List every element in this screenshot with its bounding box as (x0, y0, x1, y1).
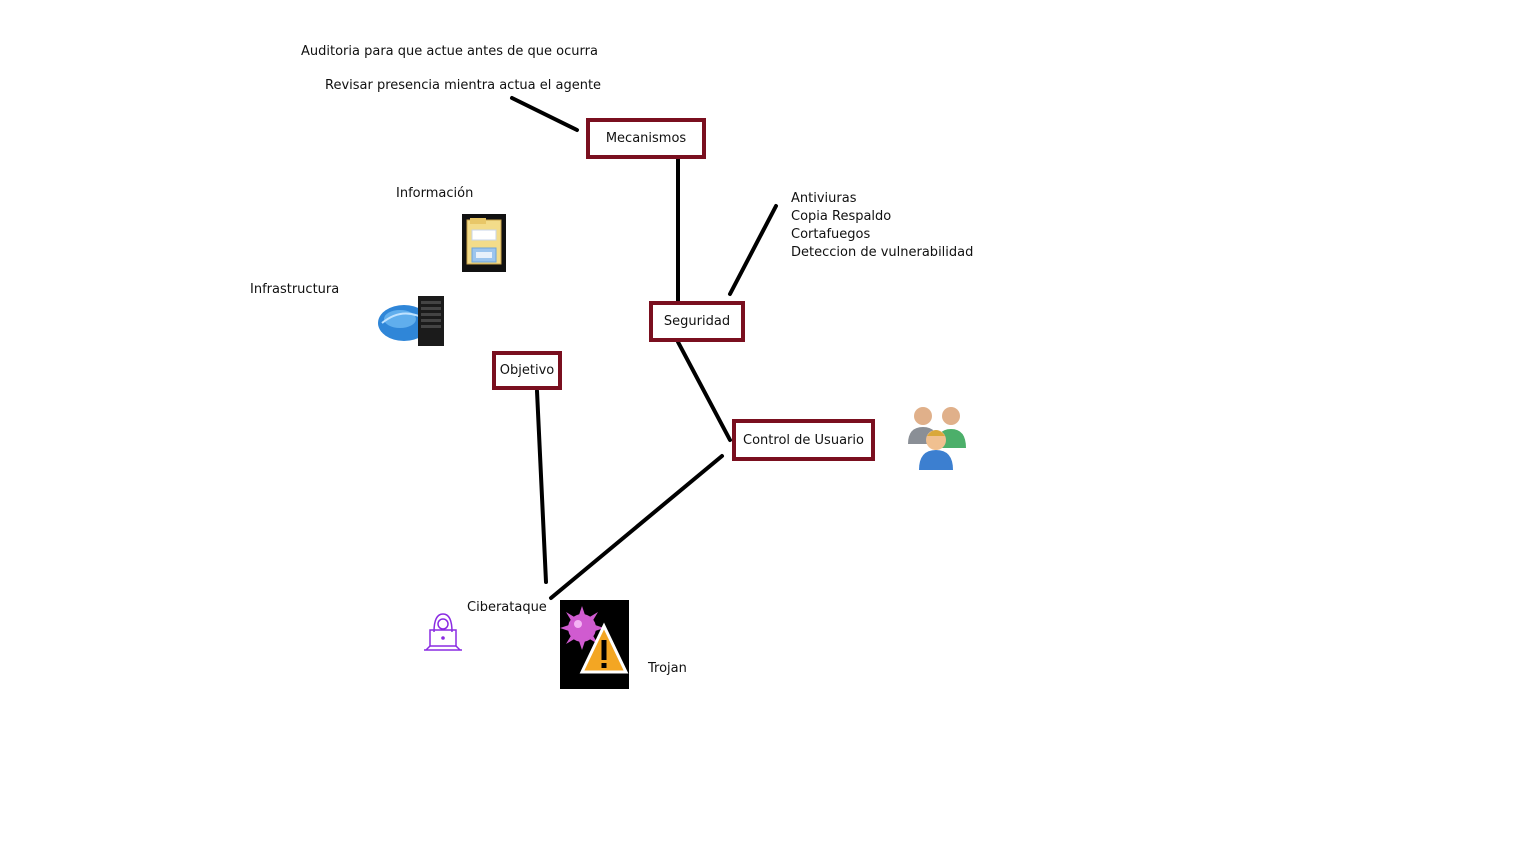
users-icon (903, 402, 973, 472)
node-seguridad-label: Seguridad (663, 314, 731, 329)
node-objetivo-label: Objetivo (499, 363, 555, 378)
node-control-label: Control de Usuario (743, 432, 864, 448)
line-revisar-mecanismos (510, 96, 579, 132)
line-objetivo-ciberataque (535, 389, 548, 584)
node-mecanismos-label: Mecanismos (605, 131, 687, 146)
security-item: Deteccion de vulnerabilidad (791, 245, 974, 260)
node-mecanismos: Mecanismos (586, 118, 706, 159)
line-seguridad-control (676, 340, 732, 442)
auditoria-text: Auditoria para que actue antes de que oc… (301, 44, 598, 59)
node-objetivo: Objetivo (492, 351, 562, 390)
node-seguridad: Seguridad (649, 301, 745, 342)
security-item: Cortafuegos (791, 227, 871, 242)
security-item: Copia Respaldo (791, 209, 892, 224)
ciberataque-label: Ciberataque (467, 600, 547, 615)
folder-icon (462, 214, 506, 272)
line-list-seguridad (728, 204, 778, 296)
security-list: Antiviuras Copia Respaldo Cortafuegos De… (791, 190, 973, 262)
node-control-usuario: Control de Usuario (732, 419, 875, 461)
trojan-label: Trojan (648, 661, 687, 676)
revisar-text: Revisar presencia mientra actua el agent… (325, 78, 602, 93)
infraestructura-label: Infrastructura (250, 282, 340, 297)
informacion-label: Información (396, 186, 474, 201)
server-globe-icon (376, 293, 446, 348)
hacker-icon (422, 610, 464, 652)
trojan-warning-icon (560, 600, 629, 689)
security-item: Antiviuras (791, 191, 857, 206)
line-control-ciberataque (549, 454, 724, 600)
